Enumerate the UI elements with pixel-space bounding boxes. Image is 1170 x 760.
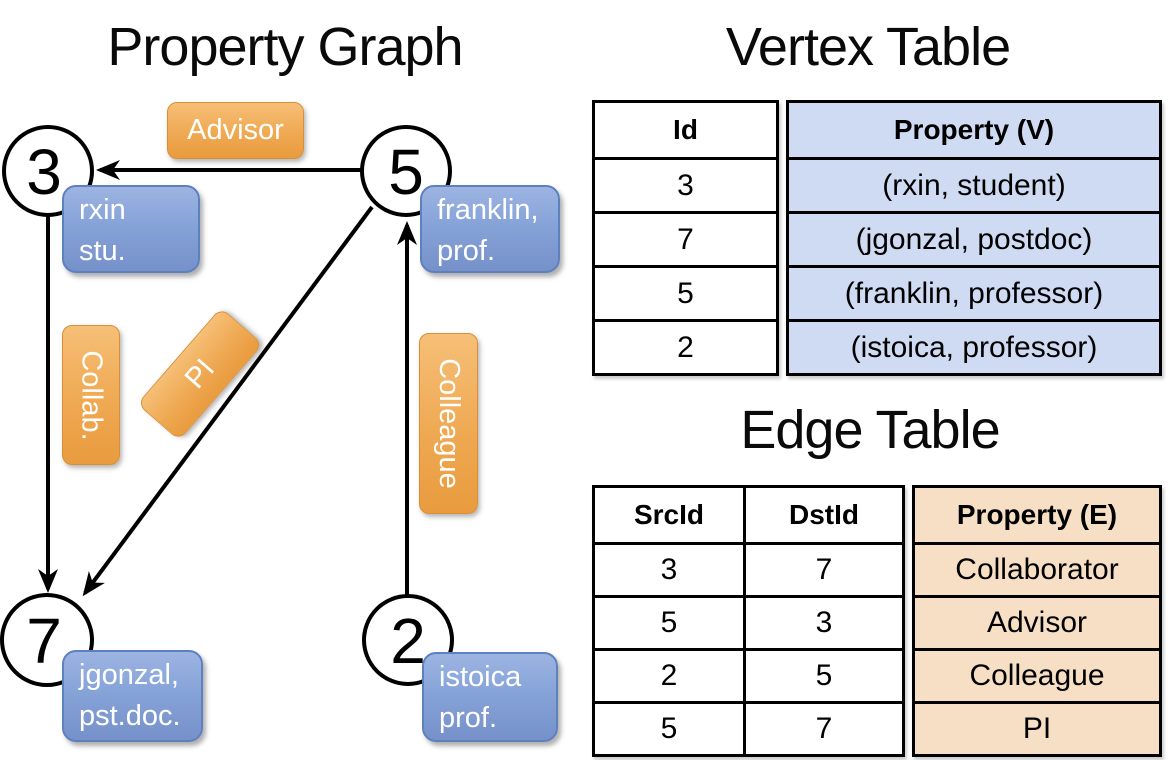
vertex-property-line: prof. bbox=[437, 235, 496, 267]
table-cell: 5 bbox=[592, 701, 746, 757]
vertex-id-7: 7 bbox=[26, 605, 62, 677]
table-cell: 3 bbox=[592, 542, 746, 598]
table-cell: 2 bbox=[592, 648, 746, 704]
vertex-property-line: franklin, bbox=[437, 194, 539, 226]
edge-arrow-5-7 bbox=[82, 205, 374, 597]
table-cell: (rxin, student) bbox=[786, 157, 1162, 214]
vertex-property-line: istoica bbox=[439, 661, 522, 693]
table-cell: (jgonzal, postdoc) bbox=[786, 211, 1162, 268]
edge-label-text: Advisor bbox=[187, 114, 284, 146]
vertex-property-box-5: franklin, prof. bbox=[420, 185, 560, 273]
edge-table: SrcId DstId 3 7 5 3 2 5 5 7 Property (E)… bbox=[592, 485, 1162, 757]
table-cell: PI bbox=[912, 701, 1162, 757]
column-header: SrcId bbox=[592, 485, 746, 545]
vertex-property-line: prof. bbox=[439, 702, 498, 734]
column-header: Id bbox=[592, 100, 779, 160]
vertex-property-box-2: istoica prof. bbox=[422, 652, 558, 742]
edge-label-collab: Collab. bbox=[62, 325, 120, 465]
vertex-id-3: 3 bbox=[26, 136, 62, 208]
vertex-id-5: 5 bbox=[388, 136, 424, 208]
table-cell: 5 bbox=[743, 648, 905, 704]
vertex-table: Id 3 7 5 2 Property (V) (rxin, student) … bbox=[592, 100, 1162, 376]
vertex-property-subtable: Property (V) (rxin, student) (jgonzal, p… bbox=[786, 100, 1162, 376]
table-cell: Collaborator bbox=[912, 542, 1162, 598]
vertex-id-subtable: Id 3 7 5 2 bbox=[592, 100, 779, 376]
column-header: Property (E) bbox=[912, 485, 1162, 545]
table-cell: 7 bbox=[592, 211, 779, 268]
vertex-property-box-3: rxin stu. bbox=[62, 185, 200, 273]
table-cell: Colleague bbox=[912, 648, 1162, 704]
table-cell: Advisor bbox=[912, 595, 1162, 651]
table-cell: (franklin, professor) bbox=[786, 265, 1162, 322]
table-cell: 7 bbox=[743, 542, 905, 598]
edge-property-subtable: Property (E) Collaborator Advisor Collea… bbox=[912, 485, 1162, 757]
vertex-property-line: pst.doc. bbox=[79, 700, 181, 732]
edge-label-text: Colleague bbox=[433, 358, 466, 489]
edge-ids-subtable: SrcId DstId 3 7 5 3 2 5 5 7 bbox=[592, 485, 905, 757]
table-cell: 5 bbox=[592, 265, 779, 322]
vertex-property-line: jgonzal, bbox=[79, 659, 179, 691]
table-cell: 3 bbox=[743, 595, 905, 651]
vertex-property-line: rxin bbox=[79, 194, 126, 226]
table-cell: 2 bbox=[592, 319, 779, 376]
edge-label-advisor: Advisor bbox=[167, 102, 304, 159]
table-cell: 3 bbox=[592, 157, 779, 214]
vertex-table-title: Vertex Table bbox=[725, 17, 1011, 77]
edge-label-colleague: Colleague bbox=[419, 333, 478, 514]
vertex-property-box-7: jgonzal, pst.doc. bbox=[62, 650, 203, 742]
vertex-property-line: stu. bbox=[79, 235, 126, 267]
table-cell: (istoica, professor) bbox=[786, 319, 1162, 376]
vertex-id-2: 2 bbox=[390, 605, 426, 677]
edge-label-text: Collab. bbox=[75, 349, 108, 441]
table-cell: 7 bbox=[743, 701, 905, 757]
table-cell: 5 bbox=[592, 595, 746, 651]
property-graph-title: Property Graph bbox=[107, 17, 463, 77]
column-header: DstId bbox=[743, 485, 905, 545]
column-header: Property (V) bbox=[786, 100, 1162, 160]
edge-label-text: PI bbox=[178, 352, 221, 395]
edge-table-title: Edge Table bbox=[740, 400, 1000, 460]
